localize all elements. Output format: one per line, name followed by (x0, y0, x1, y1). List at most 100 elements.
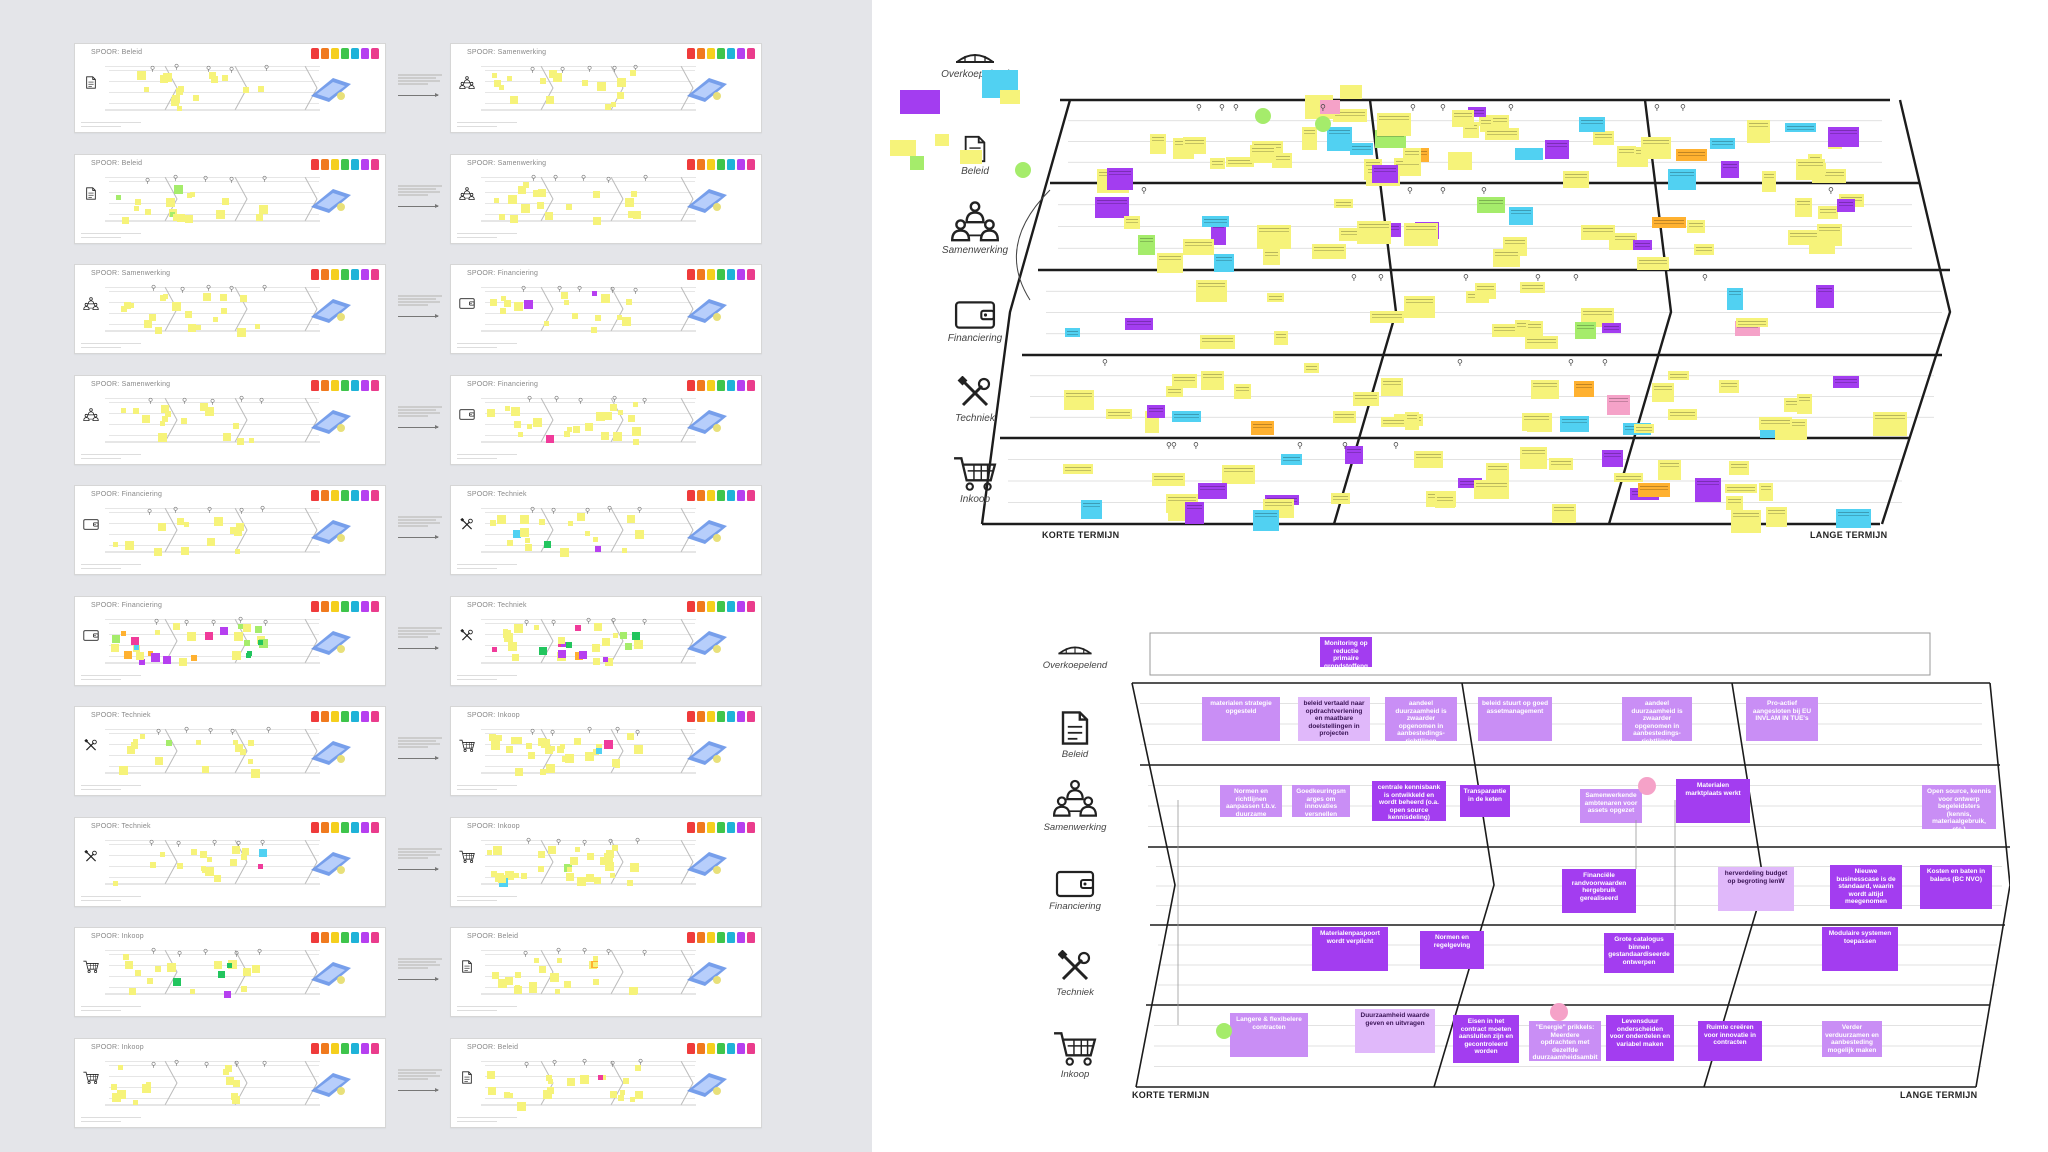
sticky-note[interactable] (1448, 152, 1472, 170)
mini-sticky-note[interactable] (539, 966, 546, 973)
mini-sticky-note[interactable] (505, 977, 513, 985)
mini-sticky-note[interactable] (258, 863, 263, 869)
mini-sticky-note[interactable] (524, 300, 533, 309)
sticky-note[interactable] (1404, 223, 1438, 246)
sticky-note[interactable]: Levensduur onderscheiden voor onderdelen… (1606, 1015, 1674, 1061)
mini-sticky-note[interactable] (241, 986, 247, 992)
mini-sticky-note[interactable] (166, 740, 172, 746)
mini-sticky-note[interactable] (240, 295, 247, 302)
mini-sticky-note[interactable] (124, 302, 131, 309)
mini-sticky-note[interactable] (196, 740, 201, 745)
mini-sticky-note[interactable] (185, 311, 192, 318)
sticky-note[interactable] (1200, 335, 1235, 349)
sticky-note[interactable]: Samenwerkende ambtenaren voor assets opg… (1580, 789, 1642, 823)
mini-sticky-note[interactable] (177, 213, 185, 222)
sticky-note[interactable] (1609, 233, 1637, 250)
sticky-note[interactable] (1381, 378, 1403, 396)
mini-sticky-note[interactable] (158, 432, 167, 442)
mini-sticky-note[interactable] (568, 521, 573, 526)
sticky-note[interactable] (1710, 138, 1735, 149)
mini-sticky-note[interactable] (525, 538, 530, 543)
mini-sticky-note[interactable] (196, 325, 201, 330)
sticky-note[interactable] (1327, 127, 1352, 151)
mini-sticky-note[interactable] (492, 972, 499, 979)
mini-sticky-note[interactable] (207, 538, 215, 546)
mini-sticky-note[interactable] (226, 1076, 234, 1085)
mini-sticky-note[interactable] (255, 324, 260, 329)
mini-sticky-note[interactable] (133, 407, 139, 414)
mini-sticky-note[interactable] (622, 317, 631, 326)
mini-sticky-note[interactable] (620, 1089, 625, 1095)
mini-sticky-note[interactable] (605, 657, 613, 666)
sticky-note[interactable] (1166, 386, 1183, 397)
mini-sticky-note[interactable] (214, 517, 223, 526)
mini-sticky-note[interactable] (596, 744, 602, 750)
mini-sticky-note[interactable] (111, 643, 119, 652)
mini-sticky-note[interactable] (634, 639, 643, 649)
sticky-note[interactable] (1222, 465, 1255, 484)
sticky-note[interactable] (1125, 318, 1153, 330)
mini-sticky-note[interactable] (567, 426, 572, 432)
sticky-note[interactable] (1727, 288, 1743, 310)
mini-sticky-note[interactable] (572, 313, 578, 319)
mini-sticky-note[interactable] (499, 85, 504, 90)
mini-sticky-note[interactable] (504, 1091, 510, 1098)
sticky-note[interactable] (1485, 128, 1519, 140)
overview-board[interactable]: SPOOR: Financiering⚲⚲⚲⚲⚲ (74, 485, 386, 575)
sticky-note[interactable] (1124, 216, 1140, 229)
mini-sticky-note[interactable] (200, 402, 208, 411)
mini-sticky-note[interactable] (139, 658, 145, 665)
sticky-note[interactable] (1274, 331, 1288, 345)
mini-sticky-note[interactable] (488, 1086, 496, 1095)
sticky-note[interactable]: Verder verduurzamen en aanbesteding moge… (1822, 1021, 1882, 1057)
mini-sticky-note[interactable] (514, 302, 523, 311)
mini-sticky-note[interactable] (604, 740, 613, 749)
sticky-note[interactable] (1333, 411, 1356, 423)
sticky-note[interactable] (1372, 165, 1398, 183)
sticky-note[interactable] (1602, 450, 1623, 467)
mini-sticky-note[interactable] (573, 425, 580, 433)
mini-sticky-note[interactable] (252, 965, 260, 973)
mini-sticky-note[interactable] (240, 749, 246, 755)
sticky-note[interactable] (1759, 483, 1773, 501)
mini-sticky-note[interactable] (605, 104, 611, 110)
mini-sticky-note[interactable] (613, 632, 618, 638)
sticky-note[interactable] (1816, 285, 1834, 308)
mini-sticky-note[interactable] (558, 649, 566, 658)
overview-board[interactable]: SPOOR: Techniek⚲⚲⚲⚲⚲ (74, 816, 386, 907)
overview-board[interactable]: SPOOR: Financiering⚲⚲⚲⚲⚲ (74, 595, 386, 686)
mini-sticky-note[interactable] (521, 203, 530, 213)
mini-sticky-note[interactable] (598, 1074, 603, 1080)
mini-sticky-note[interactable] (135, 970, 141, 976)
vote-dot[interactable] (1638, 777, 1656, 795)
mini-sticky-note[interactable] (185, 214, 193, 223)
overview-board[interactable]: SPOOR: Inkoop⚲⚲⚲⚲⚲ (74, 927, 386, 1017)
mini-sticky-note[interactable] (610, 403, 617, 411)
mini-sticky-note[interactable] (243, 968, 251, 976)
mini-sticky-note[interactable] (247, 650, 252, 656)
mini-sticky-note[interactable] (242, 847, 249, 855)
mini-sticky-note[interactable] (214, 961, 222, 969)
sticky-note[interactable] (1370, 311, 1404, 323)
mini-sticky-note[interactable] (125, 961, 133, 969)
mini-sticky-note[interactable] (205, 866, 214, 876)
mini-sticky-note[interactable] (544, 541, 551, 548)
mini-sticky-note[interactable] (233, 422, 239, 429)
mini-sticky-note[interactable] (191, 848, 197, 855)
sticky-note[interactable] (1157, 253, 1183, 273)
sticky-note[interactable] (1762, 171, 1776, 192)
mini-sticky-note[interactable] (259, 638, 268, 648)
mini-sticky-note[interactable] (112, 1092, 121, 1102)
sticky-note[interactable] (1405, 412, 1419, 430)
sticky-note[interactable]: Eisen in het contract moeten aansluiten … (1453, 1015, 1519, 1063)
sticky-note[interactable] (1468, 107, 1486, 117)
mini-sticky-note[interactable] (582, 80, 588, 86)
mini-sticky-note[interactable] (575, 846, 580, 852)
mini-sticky-note[interactable] (232, 1095, 240, 1104)
sticky-note[interactable] (1000, 90, 1020, 104)
mini-sticky-note[interactable] (595, 315, 601, 321)
mini-sticky-note[interactable] (131, 742, 138, 749)
mini-sticky-note[interactable] (539, 646, 547, 655)
mini-sticky-note[interactable] (187, 631, 196, 641)
sticky-note[interactable] (1331, 493, 1350, 504)
